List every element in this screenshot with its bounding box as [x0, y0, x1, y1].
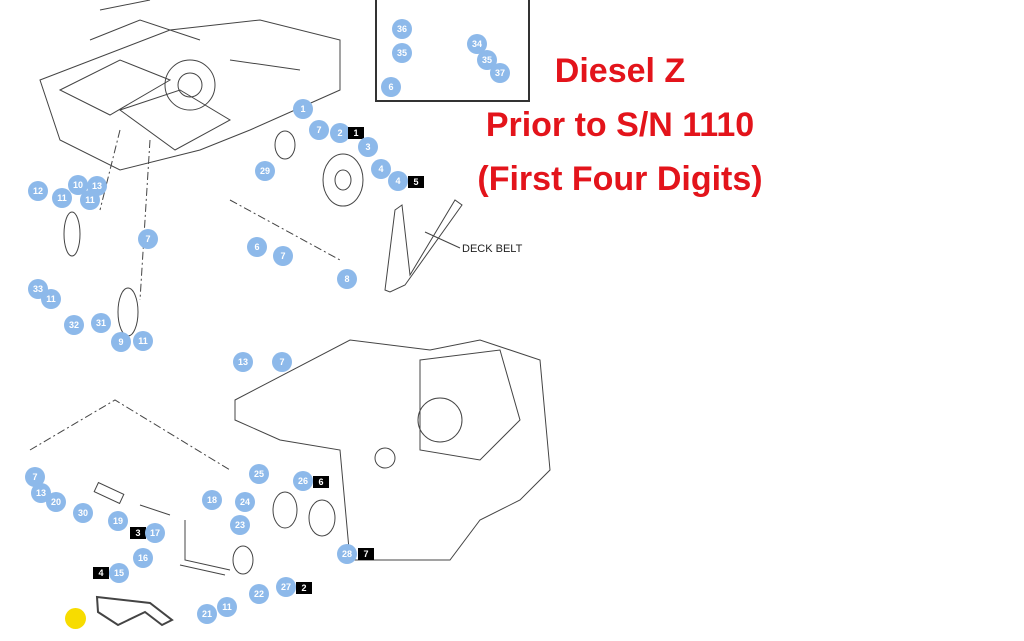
callout: 37 — [490, 63, 510, 83]
deck-belt — [384, 199, 463, 293]
note-tag: 3 — [130, 527, 146, 539]
note-tag: 1 — [348, 127, 364, 139]
note-tag: 6 — [313, 476, 329, 488]
callout: 32 — [64, 315, 84, 335]
callout: 34 — [467, 34, 487, 54]
callout: 16 — [133, 548, 153, 568]
callout: 6 — [381, 77, 401, 97]
callout: 35 — [392, 43, 412, 63]
callout: 29 — [255, 161, 275, 181]
callout: 13 — [233, 352, 253, 372]
callout: 10 — [68, 175, 88, 195]
callout: 11 — [217, 597, 237, 617]
callout: 12 — [28, 181, 48, 201]
deck-belt-label: DECK BELT — [462, 243, 523, 255]
inset-detail-frame — [375, 0, 530, 102]
callout: 7 — [25, 467, 45, 487]
lower-frame — [234, 339, 551, 561]
title-line-3: (First Four Digits) — [477, 160, 763, 198]
callout: 24 — [235, 492, 255, 512]
title-line-1: Diesel Z — [554, 52, 686, 90]
callout: 11 — [52, 188, 72, 208]
callout: 30 — [73, 503, 93, 523]
callout: 19 — [108, 511, 128, 531]
callout: 7 — [309, 120, 329, 140]
callout: 8 — [337, 269, 357, 289]
callout: 31 — [91, 313, 111, 333]
title-line-2: Prior to S/N 1110 — [485, 106, 755, 144]
callout: 36 — [392, 19, 412, 39]
clutch — [322, 153, 364, 207]
callout: 20 — [46, 492, 66, 512]
callout: 1 — [293, 99, 313, 119]
callout: 9 — [111, 332, 131, 352]
callout: 7 — [138, 229, 158, 249]
callout: 23 — [230, 515, 250, 535]
callout: 11 — [133, 331, 153, 351]
note-tag: 7 — [358, 548, 374, 560]
highlight-marker — [65, 608, 86, 629]
callout: 2 — [330, 123, 350, 143]
callout: 25 — [249, 464, 269, 484]
bottom-belt — [95, 595, 174, 627]
callout: 17 — [145, 523, 165, 543]
note-tag: 5 — [408, 176, 424, 188]
callout: 22 — [249, 584, 269, 604]
callout: 6 — [247, 237, 267, 257]
callout: 28 — [337, 544, 357, 564]
callout: 3 — [358, 137, 378, 157]
callout: 26 — [293, 471, 313, 491]
callout: 4 — [371, 159, 391, 179]
callout: 15 — [109, 563, 129, 583]
callout: 7 — [272, 352, 292, 372]
note-tag: 4 — [93, 567, 109, 579]
callout: 18 — [202, 490, 222, 510]
callout: 11 — [41, 289, 61, 309]
note-tag: 2 — [296, 582, 312, 594]
callout: 4 — [388, 171, 408, 191]
callout: 7 — [273, 246, 293, 266]
callout: 11 — [80, 190, 100, 210]
callout: 21 — [197, 604, 217, 624]
callout: 27 — [276, 577, 296, 597]
